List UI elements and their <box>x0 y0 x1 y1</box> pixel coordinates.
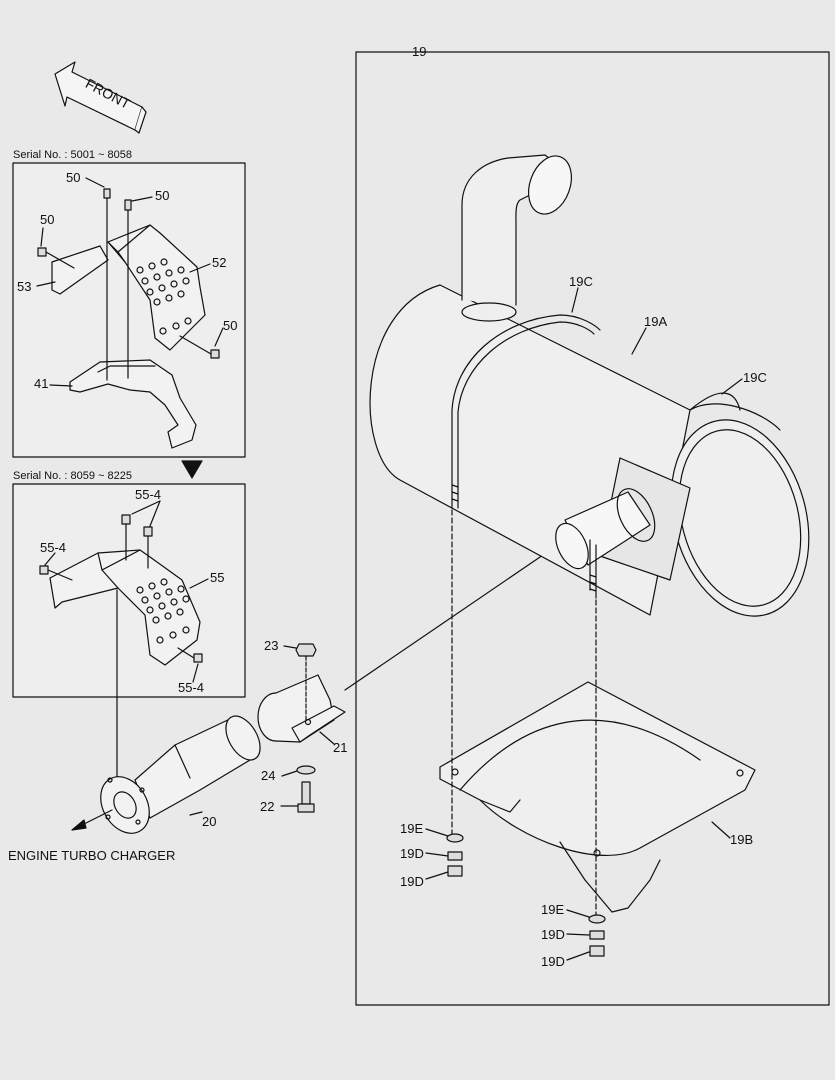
flex-pipe-20 <box>100 715 261 834</box>
callout-41: 41 <box>34 376 49 391</box>
callout-55-4-a: 55-4 <box>135 487 162 502</box>
bolts-55-4 <box>39 514 203 663</box>
callout-22: 22 <box>260 799 275 814</box>
callout-19D-right-1: 19D <box>541 927 565 942</box>
callout-19A: 19A <box>644 314 668 329</box>
callout-55-4-c: 55-4 <box>178 680 205 695</box>
callout-19E-left: 19E <box>400 821 424 836</box>
callout-53: 53 <box>17 279 32 294</box>
engine-turbo-charger-label: ENGINE TURBO CHARGER <box>8 848 176 863</box>
bolts-50 <box>37 188 220 381</box>
muffler-19A <box>369 154 810 617</box>
callout-19C-right: 19C <box>743 370 767 385</box>
callout-19C-top: 19C <box>569 274 593 289</box>
down-triangle-icon <box>181 460 203 479</box>
mount-41 <box>69 359 197 449</box>
callout-19D-left-1: 19D <box>400 846 424 861</box>
callout-21: 21 <box>333 740 348 755</box>
callout-19E-right: 19E <box>541 902 565 917</box>
clamp-21 <box>257 674 346 743</box>
assembly-19-box <box>355 51 830 1006</box>
callout-19D-right-2: 19D <box>541 954 565 969</box>
serial-range-1: Serial No. : 5001 ~ 8058 <box>13 149 132 161</box>
callout-19D-left-2: 19D <box>400 874 424 889</box>
callout-50-c: 50 <box>40 212 55 227</box>
callout-19: 19 <box>412 44 427 59</box>
callout-20: 20 <box>202 814 217 829</box>
nut-23 <box>295 643 317 657</box>
callout-50-b: 50 <box>155 188 170 203</box>
bracket-52 <box>107 224 206 351</box>
front-arrow: FRONT <box>54 61 147 134</box>
plate-53 <box>51 245 109 295</box>
washer-24 <box>296 765 316 775</box>
bolt-22 <box>297 781 315 813</box>
callout-50-d: 50 <box>223 318 238 333</box>
callout-55-4-b: 55-4 <box>40 540 67 555</box>
callout-19B: 19B <box>730 832 754 847</box>
callout-55: 55 <box>210 570 225 585</box>
callout-23: 23 <box>264 638 279 653</box>
bracket-19B <box>439 681 756 913</box>
callout-52: 52 <box>212 255 227 270</box>
bracket-55 <box>49 549 201 666</box>
serial-range-2: Serial No. : 8059 ~ 8225 <box>13 470 132 482</box>
callout-50-a: 50 <box>66 170 81 185</box>
serial-box-1 <box>12 162 246 458</box>
callout-24: 24 <box>261 768 276 783</box>
